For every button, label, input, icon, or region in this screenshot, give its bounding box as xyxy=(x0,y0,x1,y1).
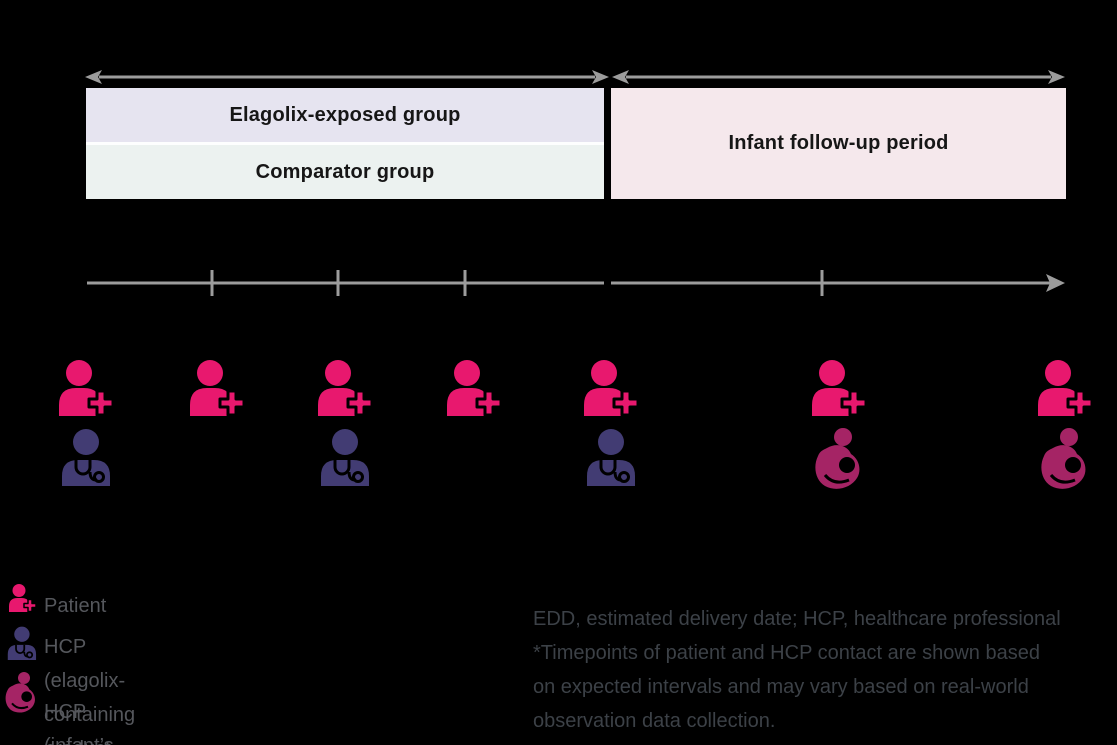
prescriber-hcp-icon xyxy=(321,429,369,486)
timepoint-column xyxy=(810,360,870,490)
exposure-period-boxes: Elagolix-exposed group Comparator group xyxy=(86,88,604,199)
pediatrician-hcp-icon xyxy=(815,428,860,489)
legend-label: HCP (infant’s pediatrician; live births … xyxy=(44,695,152,745)
infant-followup-period-label: Infant follow-up period xyxy=(728,132,949,154)
pediatrician-hcp-icon xyxy=(1041,428,1086,489)
comparator-group-label: Comparator group xyxy=(255,160,435,183)
patient-icon xyxy=(812,360,868,416)
abbreviations-line: EDD, estimated delivery date; HCP, healt… xyxy=(533,608,1061,630)
legend-icon xyxy=(4,672,40,713)
arrow-right-head xyxy=(1048,70,1065,84)
pediatrician-hcp-icon xyxy=(5,672,35,713)
legend-label: HCP (elagolix-containing product prescri… xyxy=(44,630,138,745)
timeline-arrow-head xyxy=(1046,274,1065,292)
arrow-right-head xyxy=(592,70,609,84)
comparator-group-box: Comparator group xyxy=(86,145,604,199)
legend-icon xyxy=(8,584,38,612)
footnote-block: EDD, estimated delivery date; HCP, healt… xyxy=(533,602,1117,738)
arrow-left-head xyxy=(612,70,629,84)
timepoints-note-line: *Timepoints of patient and HCP contact a… xyxy=(533,642,1040,664)
elagolix-exposed-group-label: Elagolix-exposed group xyxy=(229,103,461,126)
prescriber-hcp-icon xyxy=(62,429,110,486)
legend-label: Patient xyxy=(44,589,106,623)
patient-icon xyxy=(447,360,503,416)
timepoints-note-line: observation data collection. xyxy=(533,710,776,732)
exposed-period-arrow xyxy=(85,70,609,84)
timepoint-column xyxy=(188,360,248,416)
legend-label-line: HCP (infant’s pediatrician; live births … xyxy=(44,701,114,745)
timepoint-column xyxy=(316,360,376,486)
timepoint-column xyxy=(57,360,117,486)
prescriber-hcp-icon xyxy=(587,429,635,486)
timepoint-column xyxy=(445,360,505,416)
timepoint-column xyxy=(582,360,642,486)
legend-label-line: HCP (elagolix-containing product prescri… xyxy=(44,636,136,745)
timepoint-column xyxy=(1036,360,1096,490)
patient-icon xyxy=(190,360,246,416)
timepoints-note-line: on expected intervals and may vary based… xyxy=(533,676,1029,698)
patient-icon xyxy=(584,360,640,416)
legend-icon xyxy=(6,626,39,661)
timeline-axis xyxy=(87,270,1065,296)
patient-icon xyxy=(59,360,115,416)
prescriber-hcp-icon xyxy=(7,626,37,661)
elagolix-exposed-group-box: Elagolix-exposed group xyxy=(86,88,604,142)
patient-icon xyxy=(318,360,374,416)
legend-label-line: Patient xyxy=(44,595,107,617)
followup-period-arrow xyxy=(612,70,1065,84)
patient-icon xyxy=(1038,360,1094,416)
timepoints-note: *Timepoints of patient and HCP contact a… xyxy=(533,636,1117,738)
arrow-left-head xyxy=(85,70,102,84)
infant-followup-period-box: Infant follow-up period xyxy=(611,88,1066,199)
patient-icon xyxy=(9,584,37,612)
